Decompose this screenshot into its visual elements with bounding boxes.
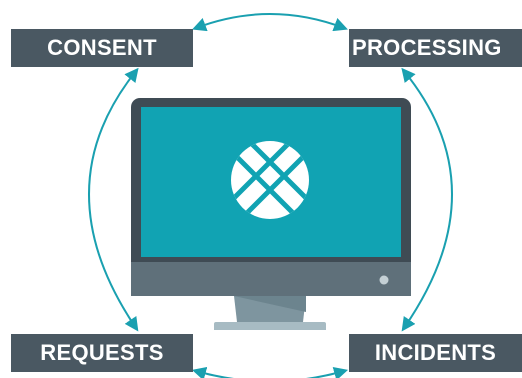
label-processing: PROCESSING <box>349 29 522 67</box>
arrow-consent-requests <box>88 67 139 332</box>
label-incidents: INCIDENTS <box>349 334 522 372</box>
arrow-processing-incidents <box>401 67 453 332</box>
monitor-icon <box>131 98 411 330</box>
cycle-arrows <box>88 13 453 378</box>
label-requests: REQUESTS <box>11 334 193 372</box>
power-led <box>379 275 389 285</box>
monitor-base-plate <box>214 322 326 330</box>
arrow-requests-incidents <box>191 366 349 378</box>
monitor-stand-shade <box>234 296 306 312</box>
label-consent: CONSENT <box>11 29 193 67</box>
arrow-consent-processing <box>192 13 348 32</box>
